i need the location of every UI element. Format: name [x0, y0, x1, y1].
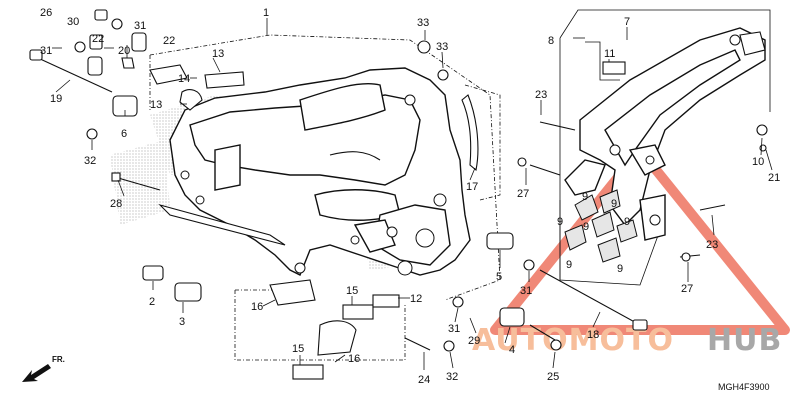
- callout-3: 3: [179, 316, 185, 328]
- callout-14: 14: [178, 73, 190, 85]
- callout-30: 30: [67, 16, 79, 28]
- callout-7: 7: [624, 16, 630, 28]
- callout-31c: 31: [520, 285, 532, 297]
- callout-31a: 31: [134, 20, 146, 32]
- callout-33a: 33: [417, 17, 429, 29]
- callout-12: 12: [410, 293, 422, 305]
- diagram-code: MGH4F3900: [718, 382, 770, 392]
- reference-boxes: [149, 9, 771, 361]
- callout-28: 28: [110, 198, 122, 210]
- callout-22b: 22: [163, 35, 175, 47]
- callout-9e: 9: [624, 216, 630, 228]
- callout-11: 11: [604, 48, 615, 60]
- watermark-text-b: HUB: [707, 323, 782, 358]
- callout-29: 29: [468, 335, 480, 347]
- callout-9f: 9: [566, 259, 572, 271]
- pads-9: [564, 189, 638, 263]
- callout-4: 4: [509, 344, 515, 356]
- callout-33b: 33: [436, 41, 448, 53]
- callout-17: 17: [466, 181, 478, 193]
- rear-subframe: [564, 27, 766, 241]
- callout-19: 19: [50, 93, 62, 105]
- callout-13b: 13: [150, 99, 162, 111]
- callout-25: 25: [547, 371, 559, 383]
- callout-15a: 15: [346, 285, 358, 297]
- callout-20: 20: [118, 45, 130, 57]
- callout-18: 18: [587, 329, 599, 341]
- callout-1: 1: [263, 7, 269, 19]
- callout-26: 26: [40, 7, 52, 19]
- fasteners: [29, 9, 768, 352]
- callout-23a: 23: [535, 89, 547, 101]
- callout-27b: 27: [681, 283, 693, 295]
- callouts: 1 2 3 4 5 6 7 8 9 9 9 9 9 9 9 10 11 12 1…: [40, 7, 780, 386]
- callout-32b: 32: [446, 371, 458, 383]
- callout-13a: 13: [212, 48, 224, 60]
- callout-10: 10: [752, 156, 764, 168]
- front-direction-indicator: FR.: [22, 355, 65, 382]
- callout-9c: 9: [611, 198, 617, 210]
- callout-9g: 9: [617, 263, 623, 275]
- callout-2: 2: [149, 296, 155, 308]
- callout-22a: 22: [92, 33, 104, 45]
- callout-24: 24: [418, 374, 430, 386]
- callout-5: 5: [496, 271, 502, 283]
- front-arrow-icon: [22, 364, 51, 382]
- callout-32a: 32: [84, 155, 96, 167]
- callout-9b: 9: [582, 191, 588, 203]
- main-frame: [158, 67, 471, 276]
- callout-21: 21: [768, 172, 780, 184]
- callout-23b: 23: [706, 239, 718, 251]
- leader-lines: [52, 18, 773, 370]
- callout-16a: 16: [251, 301, 263, 313]
- callout-6: 6: [121, 128, 127, 140]
- callout-9a: 9: [557, 216, 563, 228]
- callout-16b: 16: [348, 353, 360, 365]
- callout-9d: 9: [583, 221, 589, 233]
- callout-31d: 31: [448, 323, 460, 335]
- callout-8: 8: [548, 35, 554, 47]
- callout-31b: 31: [40, 45, 52, 57]
- front-direction-label: FR.: [52, 355, 65, 364]
- callout-15b: 15: [292, 343, 304, 355]
- dotted-region-left-lower: [110, 140, 170, 225]
- rubber-parts: [149, 61, 626, 380]
- callout-27a: 27: [517, 188, 529, 200]
